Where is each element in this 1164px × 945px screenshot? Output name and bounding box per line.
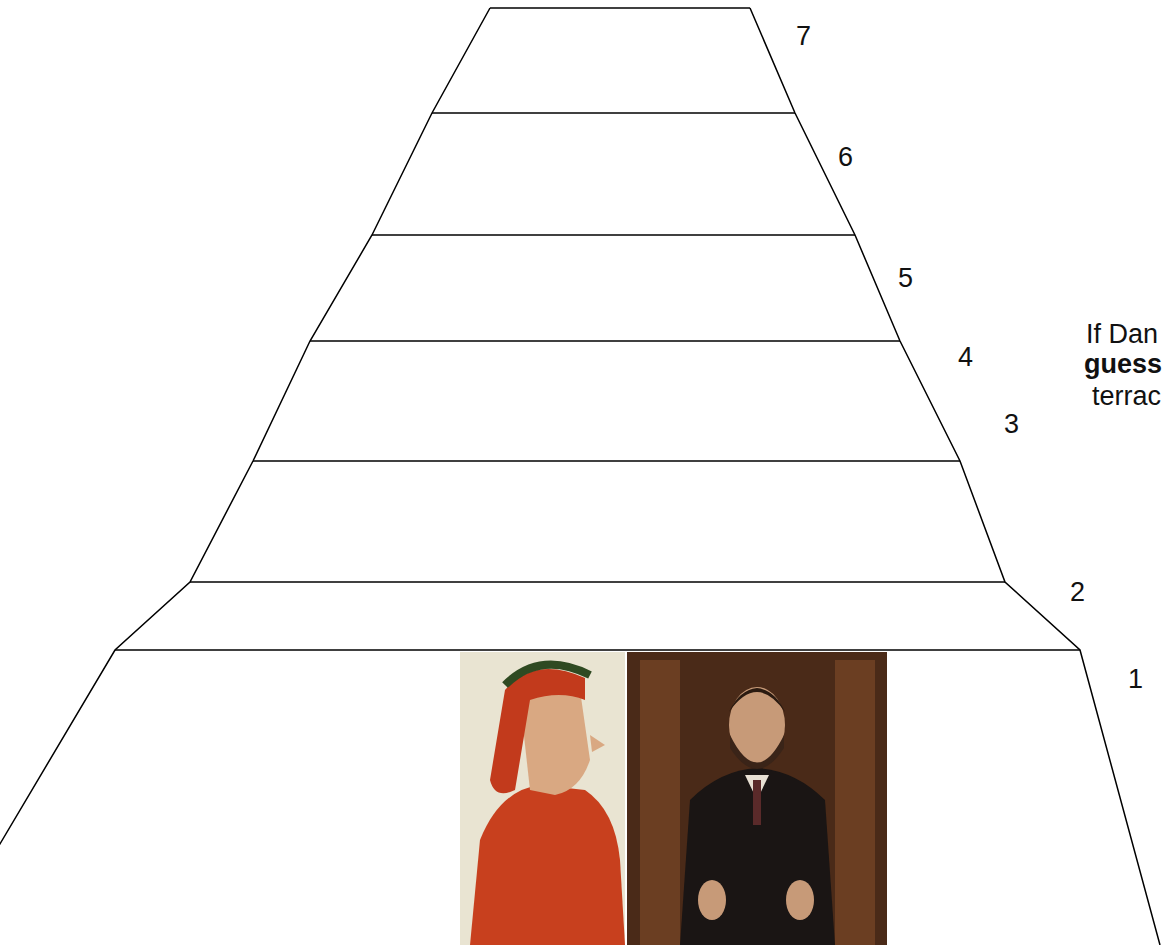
terrace-number: 7 xyxy=(796,22,811,52)
note-text: If Dan xyxy=(1086,320,1158,350)
summit-line xyxy=(490,7,750,9)
terrace-number: 2 xyxy=(1070,578,1085,608)
terrace-number: 3 xyxy=(1004,410,1019,440)
terrace-number: 1 xyxy=(1128,665,1143,695)
terrace-line xyxy=(253,460,960,462)
terrace-line xyxy=(432,112,795,114)
de-niro-photo xyxy=(627,652,887,945)
terrace-number: 4 xyxy=(958,343,973,373)
note-text: guess xyxy=(1084,350,1162,380)
terrace-number: 5 xyxy=(898,264,913,294)
note-text: terrac xyxy=(1092,382,1161,412)
dante-portrait xyxy=(460,652,625,945)
terrace-line xyxy=(115,649,1080,651)
mountain-left-side xyxy=(0,8,490,945)
terrace-number: 6 xyxy=(838,143,853,173)
terrace-line xyxy=(372,234,855,236)
terrace-line xyxy=(310,340,900,342)
terrace-line xyxy=(190,581,1005,583)
